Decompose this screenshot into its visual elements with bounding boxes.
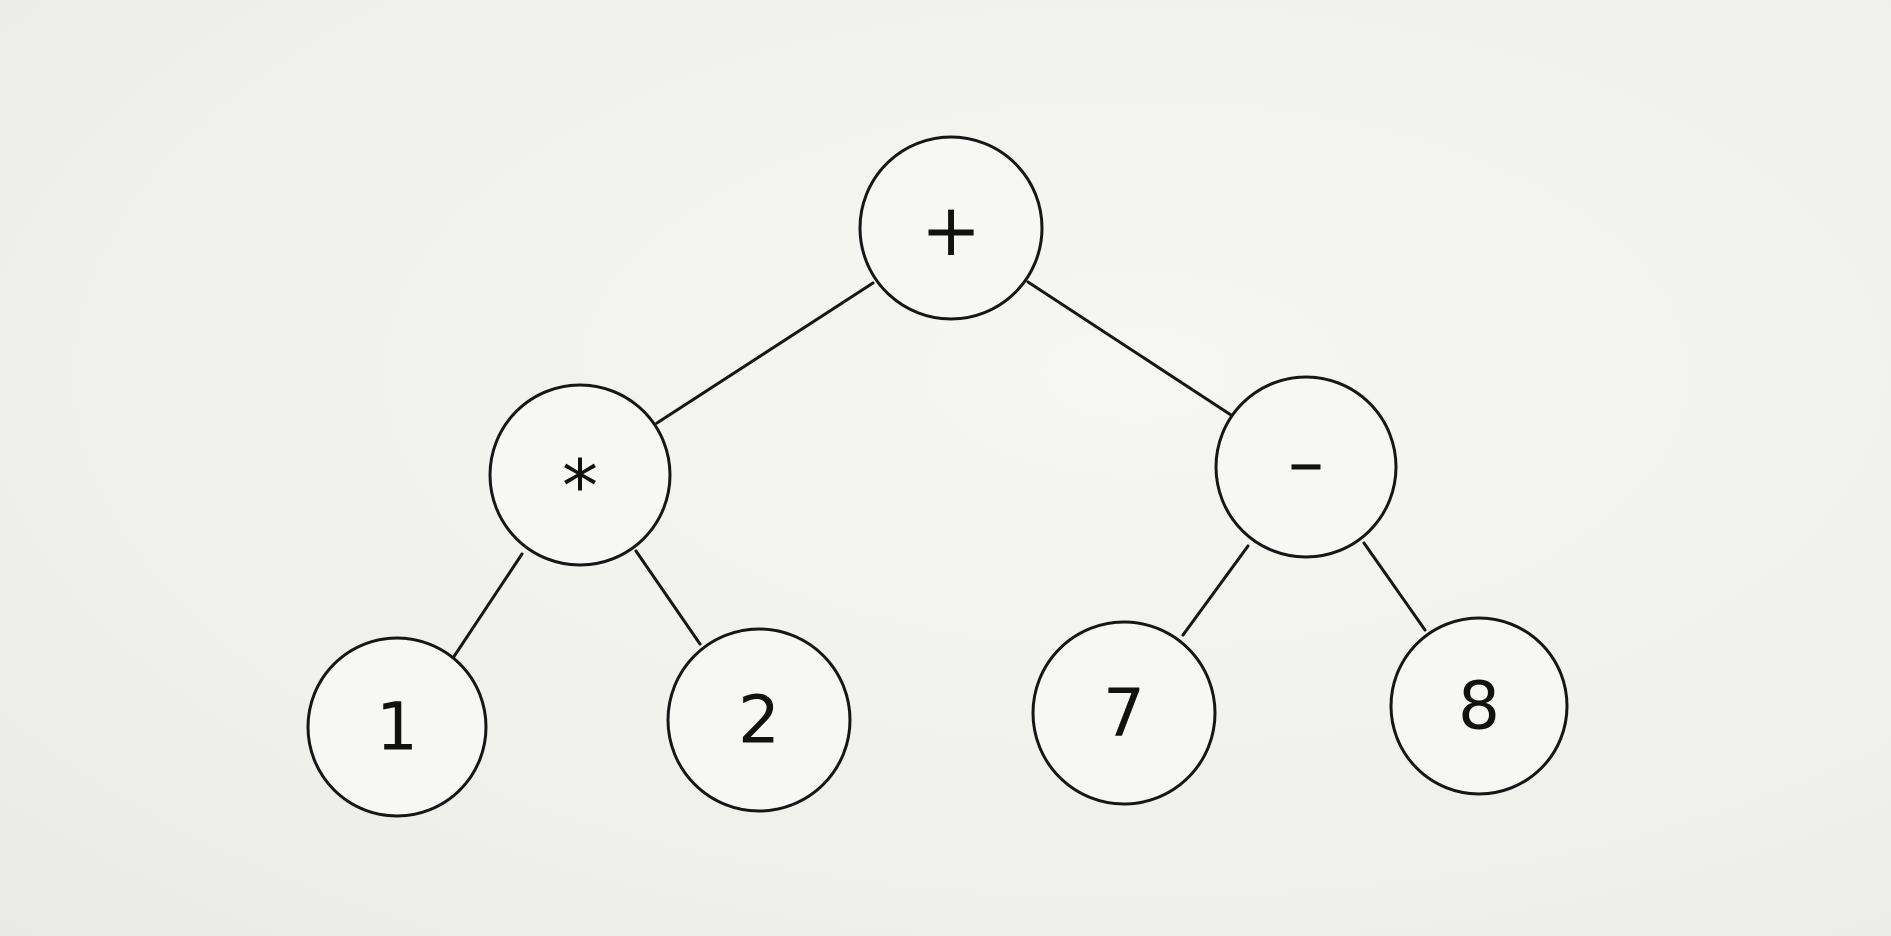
edge-multiply-to-2	[634, 549, 702, 646]
node-leaf-8-label: 8	[1458, 668, 1500, 745]
node-root-circle	[858, 135, 1044, 321]
edge-minus-to-8	[1362, 541, 1427, 632]
edge-root-to-minus	[1026, 280, 1233, 417]
node-root-label: +	[921, 188, 981, 272]
node-leaf-2: 2	[666, 627, 852, 813]
node-leaf-8: 8	[1389, 616, 1569, 796]
node-leaf-2-label: 2	[738, 682, 780, 759]
node-leaf-7: 7	[1031, 620, 1217, 806]
node-leaf-2-circle	[666, 627, 852, 813]
node-multiply-circle	[488, 383, 672, 567]
node-leaf-8-circle	[1389, 616, 1569, 796]
node-minus-circle	[1214, 375, 1398, 559]
edge-minus-to-7	[1181, 544, 1250, 637]
node-multiply-label: *	[562, 444, 598, 528]
node-leaf-7-label: 7	[1103, 675, 1145, 752]
node-leaf-7-circle	[1031, 620, 1217, 806]
node-minus: –	[1214, 375, 1398, 559]
node-leaf-1: 1	[306, 636, 488, 818]
node-multiply: *	[488, 383, 672, 567]
node-root: +	[858, 135, 1044, 321]
node-minus-label: –	[1288, 420, 1324, 504]
edge-root-to-multiply	[655, 281, 875, 425]
node-leaf-1-label: 1	[376, 689, 418, 766]
node-leaf-1-circle	[306, 636, 488, 818]
edge-multiply-to-1	[451, 552, 524, 660]
